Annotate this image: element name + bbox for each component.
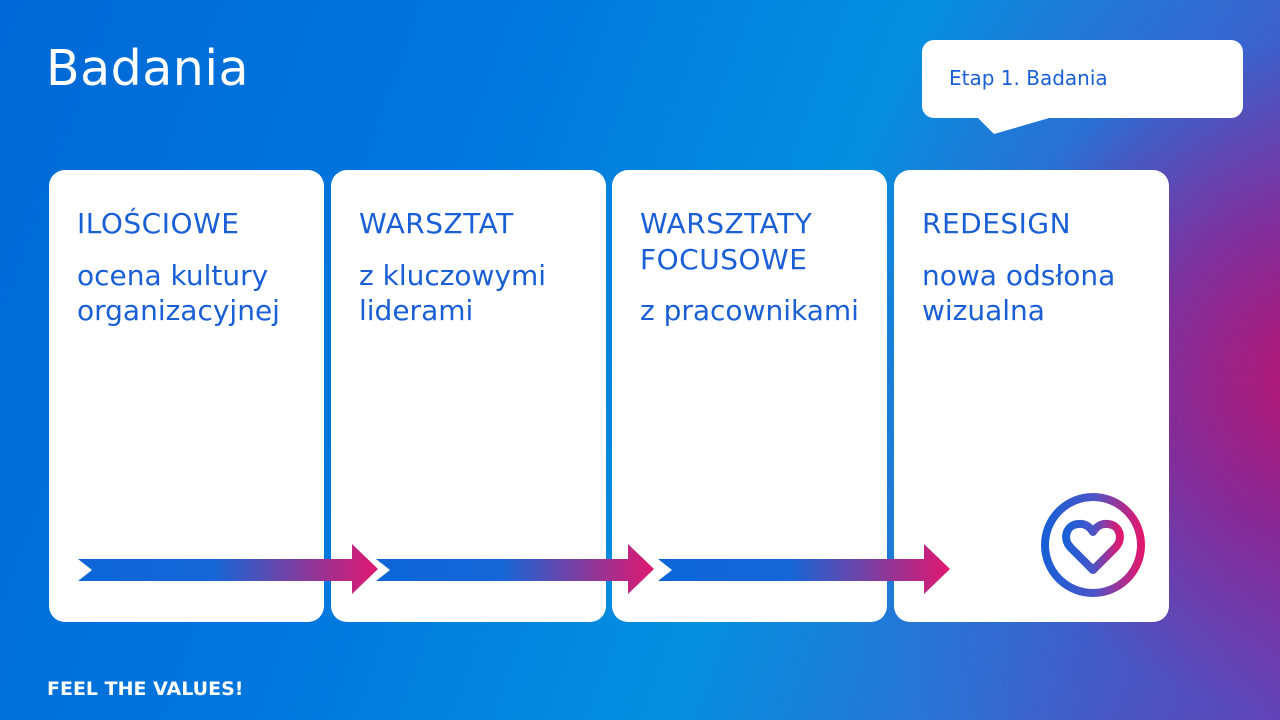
card-description: ocena kultury organizacyjnej xyxy=(77,259,280,327)
card-warsztat: WARSZTAT z kluczowymi liderami xyxy=(331,170,606,622)
bubble-tail xyxy=(976,116,1056,134)
card-description: z pracownikami xyxy=(640,294,859,327)
card-description: z kluczowymi liderami xyxy=(359,259,547,327)
arrow-icon xyxy=(376,544,654,594)
card-warsztaty-focusowe: WARSZTATY FOCUSOWE z pracownikami xyxy=(612,170,887,622)
card-title: ILOŚCIOWE xyxy=(77,207,240,240)
card-title: WARSZTAT xyxy=(359,207,514,240)
card-description: nowa odsłona wizualna xyxy=(922,259,1116,327)
card-title: REDESIGN xyxy=(922,207,1072,240)
page-title: Badania xyxy=(46,40,249,97)
footer-tagline: FEEL THE VALUES! xyxy=(47,678,244,700)
card-ilosciowe: ILOŚCIOWE ocena kultury organizacyjnej xyxy=(49,170,324,622)
arrow-icon xyxy=(658,544,950,594)
heart-logo-icon xyxy=(1041,493,1145,597)
stage-bubble: Etap 1. Badania xyxy=(922,40,1243,118)
card-title: WARSZTATY FOCUSOWE xyxy=(640,207,813,276)
stage-bubble-label: Etap 1. Badania xyxy=(949,66,1108,90)
card-redesign: REDESIGN nowa odsłona wizualna xyxy=(894,170,1169,622)
arrow-icon xyxy=(78,544,378,594)
